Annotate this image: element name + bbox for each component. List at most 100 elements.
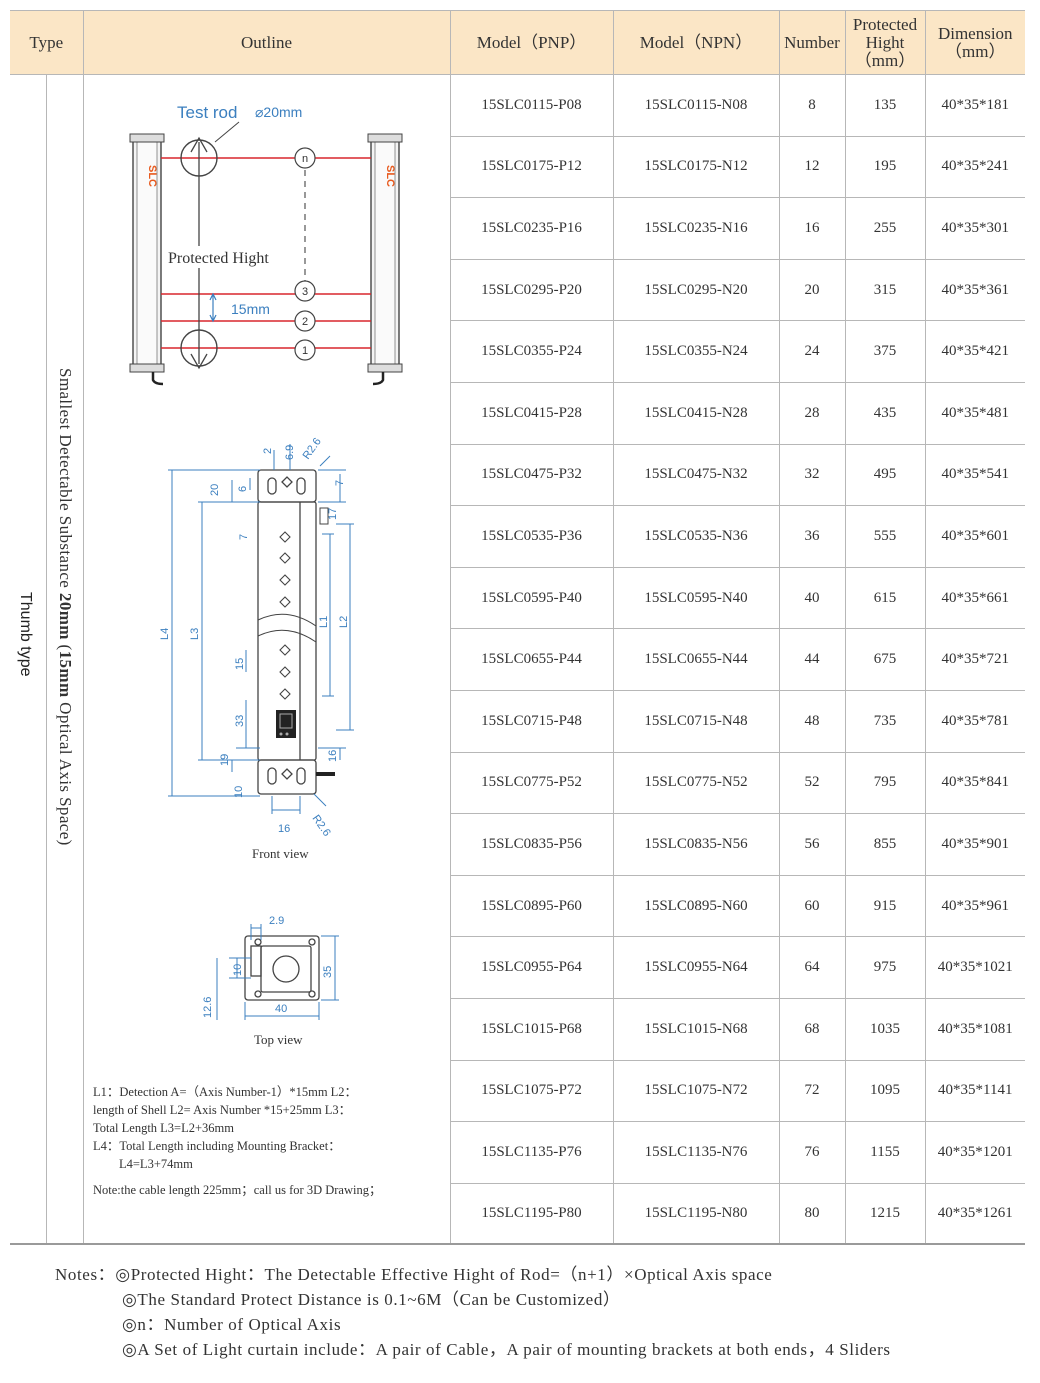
def-l1: L1：Detection A=（Axis Number-1）*15mm L2： bbox=[93, 1085, 358, 1099]
dim-7: 7 bbox=[334, 480, 346, 486]
cell-model-pnp: 15SLC0775-P52 bbox=[449, 752, 613, 815]
cell-number: 64 bbox=[778, 936, 845, 999]
dim-l1: L1 bbox=[318, 616, 330, 628]
def-l4: L4：Total Length including Mounting Brack… bbox=[93, 1139, 341, 1153]
cell-model-npn: 15SLC1135-N76 bbox=[612, 1121, 779, 1184]
cell-model-npn: 15SLC1075-N72 bbox=[612, 1060, 779, 1123]
substance-bold-1: 20mm bbox=[56, 592, 75, 640]
top-dimension-lines bbox=[216, 924, 339, 1020]
top-view-drawing: 2.9 10 35 12.6 40 bbox=[202, 915, 339, 1020]
dim-10: 10 bbox=[233, 786, 245, 798]
dim-16: 16 bbox=[327, 750, 339, 762]
cell-model-pnp: 15SLC0535-P36 bbox=[449, 505, 613, 568]
cell-model-pnp: 15SLC1075-P72 bbox=[449, 1060, 613, 1123]
cell-dimension: 40*35*961 bbox=[924, 875, 1025, 938]
cell-dimension: 40*35*481 bbox=[924, 382, 1025, 445]
svg-text:1: 1 bbox=[302, 345, 308, 357]
cell-protected-hight: 135 bbox=[844, 74, 925, 137]
cell-dimension: 40*35*1021 bbox=[924, 936, 1025, 999]
dim-29: 2.9 bbox=[269, 915, 284, 927]
svg-text:3: 3 bbox=[302, 286, 308, 298]
cell-protected-hight: 1095 bbox=[844, 1060, 925, 1123]
table-bottom-rule bbox=[10, 1243, 1025, 1245]
cell-model-pnp: 15SLC1195-P80 bbox=[449, 1183, 613, 1246]
cell-model-pnp: 15SLC0235-P16 bbox=[449, 197, 613, 260]
protected-hight-label: Protected Hight bbox=[168, 250, 269, 267]
cell-protected-hight: 1155 bbox=[844, 1121, 925, 1184]
cell-number: 8 bbox=[778, 74, 845, 137]
header-number: Number bbox=[778, 10, 845, 75]
cell-number: 16 bbox=[778, 197, 845, 260]
axis-marker-2: 2 bbox=[294, 310, 316, 332]
cell-dimension: 40*35*1081 bbox=[924, 998, 1025, 1061]
cell-protected-hight: 1215 bbox=[844, 1183, 925, 1246]
svg-text:n: n bbox=[302, 153, 308, 165]
def-note: Note:the cable length 225mm；call us for … bbox=[93, 1183, 382, 1197]
header-ph-line3: （mm） bbox=[854, 50, 916, 70]
cell-number: 28 bbox=[778, 382, 845, 445]
cell-protected-hight: 555 bbox=[844, 505, 925, 568]
cell-number: 68 bbox=[778, 998, 845, 1061]
light-curtain-diagram: SLC SLC n 3 2 1 Test rod ⌀20mm Protected… bbox=[129, 103, 403, 386]
header-model-npn: Model（NPN） bbox=[612, 10, 779, 75]
dim-top-10: 10 bbox=[232, 964, 244, 976]
substance-text-2: ( bbox=[56, 639, 75, 651]
cell-model-npn: 15SLC1195-N80 bbox=[612, 1183, 779, 1246]
cell-number: 40 bbox=[778, 567, 845, 630]
header-dim-line1: Dimension bbox=[937, 23, 1013, 43]
header-outline: Outline bbox=[82, 10, 450, 75]
dim-19: 19 bbox=[219, 754, 231, 766]
cell-protected-hight: 855 bbox=[844, 813, 925, 876]
substance-bold-2: 15mm bbox=[56, 650, 75, 698]
cell-model-npn: 15SLC0355-N24 bbox=[612, 320, 779, 383]
top-view-caption: Top view bbox=[254, 1032, 303, 1047]
cell-number: 12 bbox=[778, 136, 845, 199]
emitter-housing bbox=[129, 133, 165, 386]
digit-display bbox=[276, 710, 296, 738]
cell-model-pnp: 15SLC0475-P32 bbox=[449, 444, 613, 507]
cell-model-pnp: 15SLC1015-P68 bbox=[449, 998, 613, 1061]
axis-marker-3: 3 bbox=[294, 280, 316, 302]
cell-dimension: 40*35*181 bbox=[924, 74, 1025, 137]
dim-69: 6.9 bbox=[284, 445, 296, 460]
dim-l3: L3 bbox=[189, 628, 201, 640]
test-rod-label: Test rod bbox=[177, 103, 237, 122]
cell-dimension: 40*35*361 bbox=[924, 259, 1025, 322]
cell-dimension: 40*35*1261 bbox=[924, 1183, 1025, 1246]
cell-model-npn: 15SLC0775-N52 bbox=[612, 752, 779, 815]
cell-model-pnp: 15SLC0175-P12 bbox=[449, 136, 613, 199]
cell-model-pnp: 15SLC0295-P20 bbox=[449, 259, 613, 322]
front-dimension-lines bbox=[168, 444, 354, 814]
note-3: ◎n：Number of Optical Axis bbox=[122, 1315, 342, 1334]
cell-number: 60 bbox=[778, 875, 845, 938]
cell-protected-hight: 435 bbox=[844, 382, 925, 445]
dim-r26b: R2.6 bbox=[310, 813, 333, 839]
cell-number: 56 bbox=[778, 813, 845, 876]
cell-protected-hight: 735 bbox=[844, 690, 925, 753]
cell-dimension: 40*35*901 bbox=[924, 813, 1025, 876]
cell-protected-hight: 1035 bbox=[844, 998, 925, 1061]
def-l3: Total Length L3=L2+36mm bbox=[93, 1121, 234, 1135]
cell-protected-hight: 315 bbox=[844, 259, 925, 322]
dimension-definitions: L1：Detection A=（Axis Number-1）*15mm L2： … bbox=[93, 1083, 433, 1199]
dim-7b: 7 bbox=[238, 534, 250, 540]
rod-diameter-label: ⌀20mm bbox=[255, 104, 302, 120]
cell-protected-hight: 375 bbox=[844, 320, 925, 383]
cell-number: 32 bbox=[778, 444, 845, 507]
dim-33: 33 bbox=[234, 715, 246, 727]
def-l4b: L4=L3+74mm bbox=[119, 1157, 193, 1171]
cell-dimension: 40*35*1141 bbox=[924, 1060, 1025, 1123]
cell-protected-hight: 915 bbox=[844, 875, 925, 938]
cell-dimension: 40*35*301 bbox=[924, 197, 1025, 260]
axis-marker-n: n bbox=[294, 147, 316, 169]
cell-dimension: 40*35*721 bbox=[924, 628, 1025, 691]
